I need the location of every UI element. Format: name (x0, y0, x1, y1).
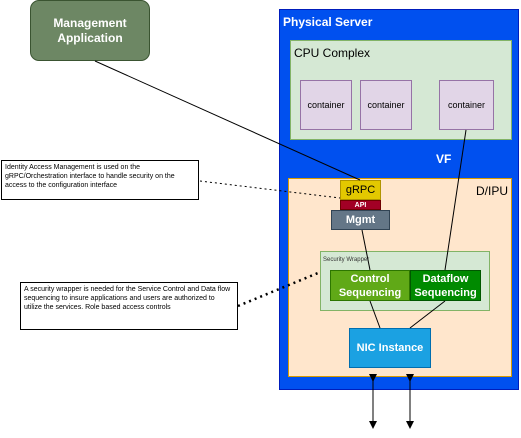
api-block: API (340, 200, 381, 210)
security-dotted-connector (237, 271, 319, 308)
mgmt-block: Mgmt (331, 210, 390, 230)
dataflow-to-nic-line (409, 300, 446, 329)
physical-server-title: Physical Server (283, 15, 373, 29)
iam-dotted-connector (199, 180, 341, 199)
cpu-complex-title: CPU Complex (294, 46, 371, 60)
vf-label: VF (436, 152, 452, 166)
container-to-dataflow-line (444, 129, 467, 271)
control-sequencing-block: Control Sequencing (330, 270, 410, 301)
iam-note: Identity Access Management is used on th… (1, 160, 199, 200)
control-to-nic-line (369, 300, 381, 329)
grpc-block: gRPC (340, 180, 381, 200)
container-1: container (300, 80, 352, 130)
management-application-node: Management Application (30, 0, 150, 61)
mgmt-to-control-line (361, 229, 371, 271)
security-wrapper-title: Security Wrapper (323, 257, 370, 263)
container-2: container (360, 80, 412, 130)
nic-instance-block: NIC Instance (349, 328, 431, 368)
container-3: container (439, 80, 494, 130)
dipu-title: D/IPU (476, 184, 509, 198)
dataflow-sequencing-block: Dataflow Sequencing (410, 270, 481, 301)
security-note: A security wrapper is needed for the Ser… (20, 282, 238, 330)
app-to-grpc-line (94, 60, 361, 181)
